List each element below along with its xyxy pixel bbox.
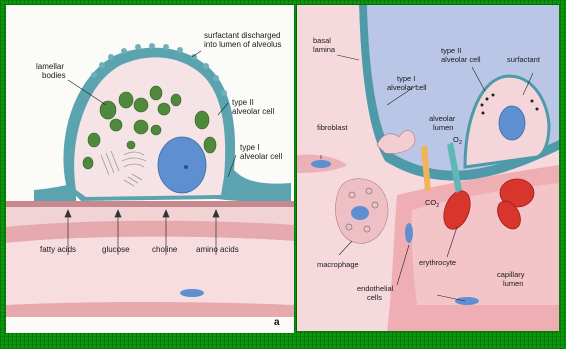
panel-b-illustration: basal lamina type I alveolar cell type I… (297, 5, 559, 331)
label-choline: choline (152, 245, 178, 254)
label-co2-sub: 2 (436, 203, 439, 209)
label-basal-1: basal (313, 36, 331, 45)
nucleolus (184, 165, 188, 169)
label-surfactant-2: into lumen of alveolus (204, 40, 281, 49)
label-fibroblast: fibroblast (317, 123, 348, 132)
label-alveolar-lumen-2: lumen (433, 123, 453, 132)
fibroblast-nucleus (311, 160, 331, 168)
label-type1-2: alveolar cell (240, 152, 282, 161)
label-endothelial-1: endothelial (357, 284, 394, 293)
label-type1-b-2: alveolar cell (387, 83, 427, 92)
label-alveolar-lumen-1: alveolar (429, 114, 456, 123)
label-type2-b-1: type II (441, 46, 461, 55)
label-co2-main: CO (425, 198, 436, 207)
label-macrophage: macrophage (317, 260, 359, 269)
label-basal-2: lamina (313, 45, 336, 54)
panel-a-type2-cell-diagram: lamellar bodies surfactant discharged in… (6, 5, 294, 333)
endothelial-nucleus-b1 (405, 223, 413, 243)
label-surfactant-b: surfactant (507, 55, 541, 64)
label-endothelial-2: cells (367, 293, 382, 302)
label-type1-b-1: type I (397, 74, 415, 83)
label-amino-acids: amino acids (196, 245, 239, 254)
capillary-wall-bottom (6, 302, 294, 317)
type2-nucleus-b (499, 106, 525, 140)
label-erythrocyte: erythrocyte (419, 258, 456, 267)
label-type2-b-2: alveolar cell (441, 55, 481, 64)
panel-b-alveolar-wall-diagram: basal lamina type I alveolar cell type I… (297, 5, 559, 331)
macrophage-nucleus (351, 206, 369, 220)
label-type2-2: alveolar cell (232, 107, 274, 116)
label-type1-1: type I (240, 143, 260, 152)
panel-a-letter: a (274, 317, 280, 328)
endothelial-nucleus-a (180, 289, 204, 297)
label-type2-1: type II (232, 98, 254, 107)
label-fatty-acids: fatty acids (40, 245, 76, 254)
label-capillary-1: capillary (497, 270, 525, 279)
type2-nucleus (158, 137, 206, 193)
label-lamellar-1: lamellar (36, 62, 64, 71)
endothelial-nucleus-b2 (455, 297, 479, 305)
label-glucose: glucose (102, 245, 130, 254)
basal-lamina (6, 201, 294, 207)
label-capillary-2: lumen (503, 279, 523, 288)
label-surfactant-1: surfactant discharged (204, 31, 281, 40)
label-lamellar-2: bodies (42, 71, 66, 80)
label-o2-sub: 2 (459, 140, 462, 146)
panel-a-illustration: lamellar bodies surfactant discharged in… (6, 5, 294, 333)
